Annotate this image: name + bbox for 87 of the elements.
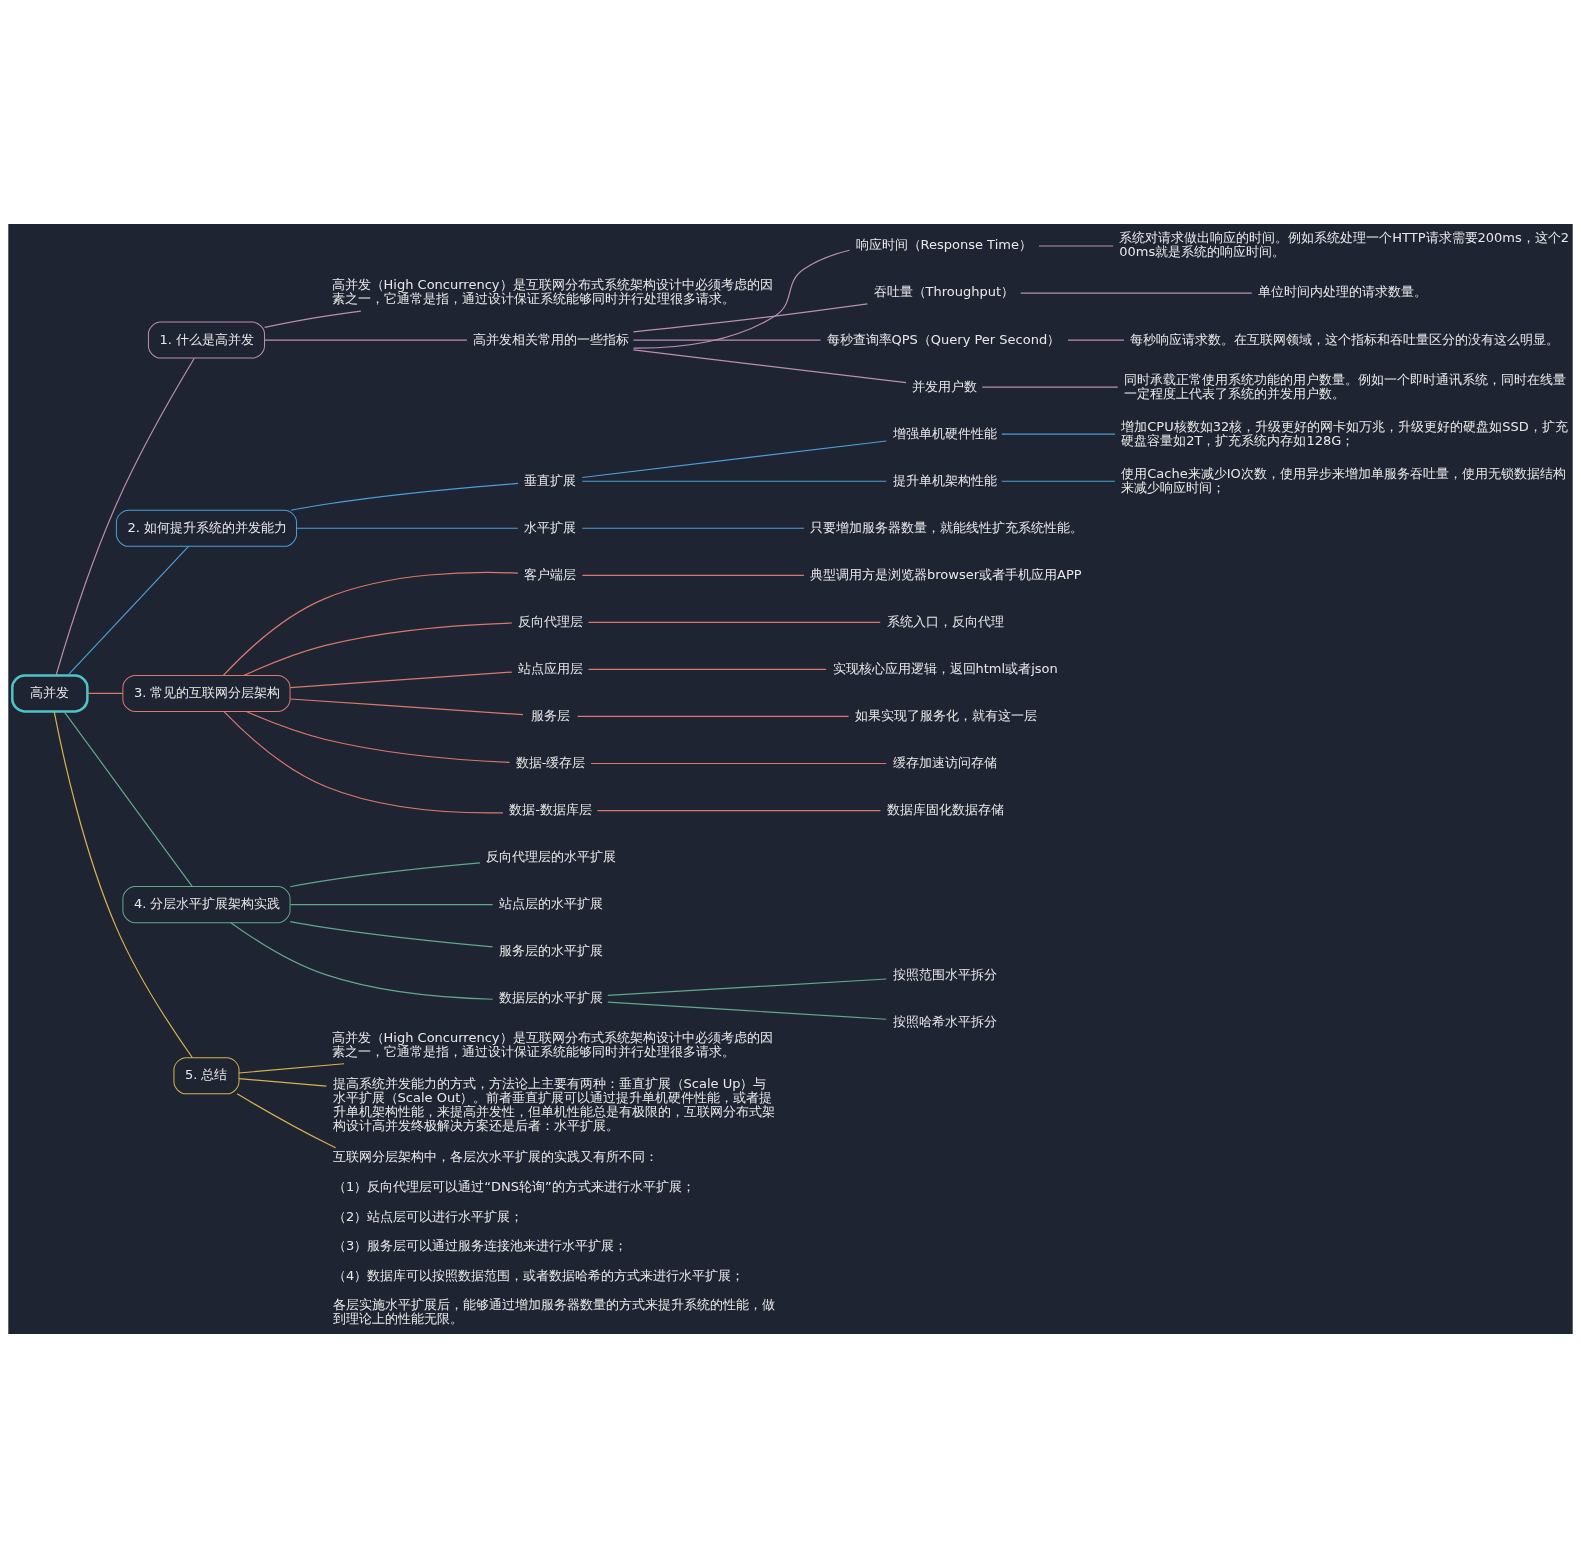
- connector: [238, 1077, 327, 1087]
- connector: [1001, 433, 1116, 435]
- node-text: 响应时间（Response Time）: [855, 237, 1032, 253]
- connector: [590, 762, 887, 765]
- connector: [1067, 339, 1125, 341]
- connector: [264, 339, 468, 341]
- node-text: 高并发相关常用的一些指标: [473, 331, 630, 347]
- node-text: 提升单机架构性能: [892, 472, 997, 488]
- node-text: 数据层的水平扩展: [498, 990, 603, 1006]
- node-text: 增强单机硬件性能: [892, 425, 997, 441]
- node-text: 如果实现了服务化，就有这一层: [854, 707, 1037, 723]
- connector: [289, 862, 481, 888]
- connector: [587, 668, 827, 670]
- connector: [981, 386, 1119, 388]
- node-text: 单位时间内处理的请求数量。: [1257, 284, 1427, 300]
- node-text: 服务层的水平扩展: [498, 943, 603, 959]
- connector: [296, 527, 519, 529]
- node-text: 每秒响应请求数。在互联网领域，这个指标和吞吐量区分的没有这么明显。: [1130, 331, 1560, 347]
- connector: [632, 303, 869, 333]
- node-text: 同时承载正常使用系统功能的用户数量。例如一个即时通讯系统，同时在线量一定程度上代表了系统的并发用户数。: [1123, 371, 1566, 401]
- connector: [632, 349, 907, 384]
- node-text: 数据-缓存层: [515, 754, 586, 770]
- connector: [53, 711, 193, 1059]
- connector: [67, 545, 190, 676]
- node-text: 增加CPU核数如32核，升级更好的网卡如万兆，升级更好的硬盘如SSD，扩充硬盘容量如2T，扩充系统内存如128G；: [1121, 418, 1568, 448]
- node-box: 3. 常见的互联网分层架构: [122, 674, 291, 712]
- node-text: 站点层的水平扩展: [498, 896, 603, 912]
- node-text: 每秒查询率QPS（Query Per Second）: [826, 331, 1061, 347]
- connector: [581, 527, 805, 529]
- node-text: 水平扩展: [524, 519, 577, 535]
- node-text: 只要增加服务器数量，就能线性扩充系统性能。: [810, 519, 1084, 535]
- node-box: 高并发: [11, 674, 89, 713]
- connector: [230, 922, 494, 1000]
- connector: [222, 571, 519, 676]
- node-box: 1. 什么是高并发: [147, 321, 266, 359]
- node-text: 互联网分层架构中，各层次水平扩展的实践又有所不同： （1）反向代理层可以通过“DNS轮询”的方式来进行水平扩展； （2）站点层可以进行水平扩展； （3）服务层可以通过服务连接池来进行水平扩展； （4）数据库可以按照数据范围，或者数据哈希的方式来进行水平扩展； 各层实施水平扩展后，能够通过增加服务器数量的方式来提升系统的性能，做到理论上的性能无限。: [333, 1149, 776, 1327]
- connector: [577, 715, 850, 718]
- node-text: 站点应用层: [518, 660, 584, 676]
- connector: [581, 574, 805, 576]
- node-text: 数据库固化数据存储: [886, 801, 1004, 817]
- node-text: 系统入口，反向代理: [886, 613, 1004, 629]
- node-text: 系统对请求做出响应的时间。例如系统处理一个HTTP请求需要200ms，这个200ms就是系统的响应时间。: [1119, 230, 1570, 260]
- connector: [632, 249, 851, 349]
- node-text: 吞吐量（Throughput）: [873, 284, 1015, 300]
- node-text: 客户端层: [524, 566, 577, 582]
- connector: [86, 692, 124, 694]
- connector: [238, 1063, 345, 1074]
- node-text: 提高系统并发能力的方式，方法论上主要有两种：垂直扩展（Scale Up）与水平扩展（Scale Out）。前者垂直扩展可以通过提升单机硬件性能，或者提升单机架构性能，来提高并发性，但单机性能总是有极限的，互联网分布式架构设计高并发终极解决方案还是后者：水平扩展。: [332, 1076, 775, 1134]
- node-text: 典型调用方是浏览器browser或者手机应用APP: [810, 566, 1082, 582]
- node-text: 并发用户数: [912, 378, 978, 394]
- connector: [632, 339, 822, 341]
- connector: [289, 904, 494, 906]
- connector: [264, 310, 362, 328]
- connector: [290, 482, 519, 511]
- node-text: 按照范围水平拆分: [892, 967, 997, 983]
- connector: [607, 1001, 887, 1020]
- connector: [236, 1093, 337, 1149]
- connector: [289, 671, 513, 689]
- node-text: 数据-数据库层: [509, 801, 592, 817]
- node-box: 5. 总结: [173, 1057, 240, 1095]
- connector: [289, 698, 524, 716]
- connector: [607, 978, 887, 996]
- connector: [289, 921, 494, 948]
- node-text: 服务层: [530, 707, 570, 723]
- node-text: 高并发（High Concurrency）是互联网分布式系统架构设计中必须考虑的因素之一，它通常是指，通过设计保证系统能够同时并行处理很多请求。: [331, 1030, 773, 1060]
- node-text: 缓存加速访问存储: [892, 754, 997, 770]
- connector: [245, 710, 511, 763]
- node-box: 4. 分层水平扩展架构实践: [122, 886, 291, 924]
- connector: [581, 440, 887, 479]
- connector: [587, 621, 881, 623]
- connector: [581, 480, 887, 482]
- node-box: 2. 如何提升系统的并发能力: [115, 509, 298, 547]
- connector: [63, 711, 193, 888]
- connector: [596, 809, 882, 812]
- node-text: 反向代理层: [518, 613, 584, 629]
- node-text: 高并发（High Concurrency）是互联网分布式系统架构设计中必须考虑的因素之一，它通常是指，通过设计保证系统能够同时并行处理很多请求。: [331, 277, 773, 307]
- connector: [55, 357, 195, 676]
- node-text: 反向代理层的水平扩展: [486, 848, 617, 864]
- node-text: 使用Cache来减少IO次数，使用异步来增加单服务吞吐量，使用无锁数据结构来减少响应时间；: [1121, 465, 1566, 495]
- connector: [243, 622, 513, 676]
- connector: [1001, 480, 1116, 482]
- connector: [1020, 292, 1253, 294]
- connector: [223, 711, 504, 814]
- connector: [1038, 245, 1114, 247]
- node-text: 垂直扩展: [524, 472, 577, 488]
- node-text: 按照哈希水平拆分: [892, 1014, 997, 1030]
- node-text: 实现核心应用逻辑，返回html或者json: [832, 660, 1058, 676]
